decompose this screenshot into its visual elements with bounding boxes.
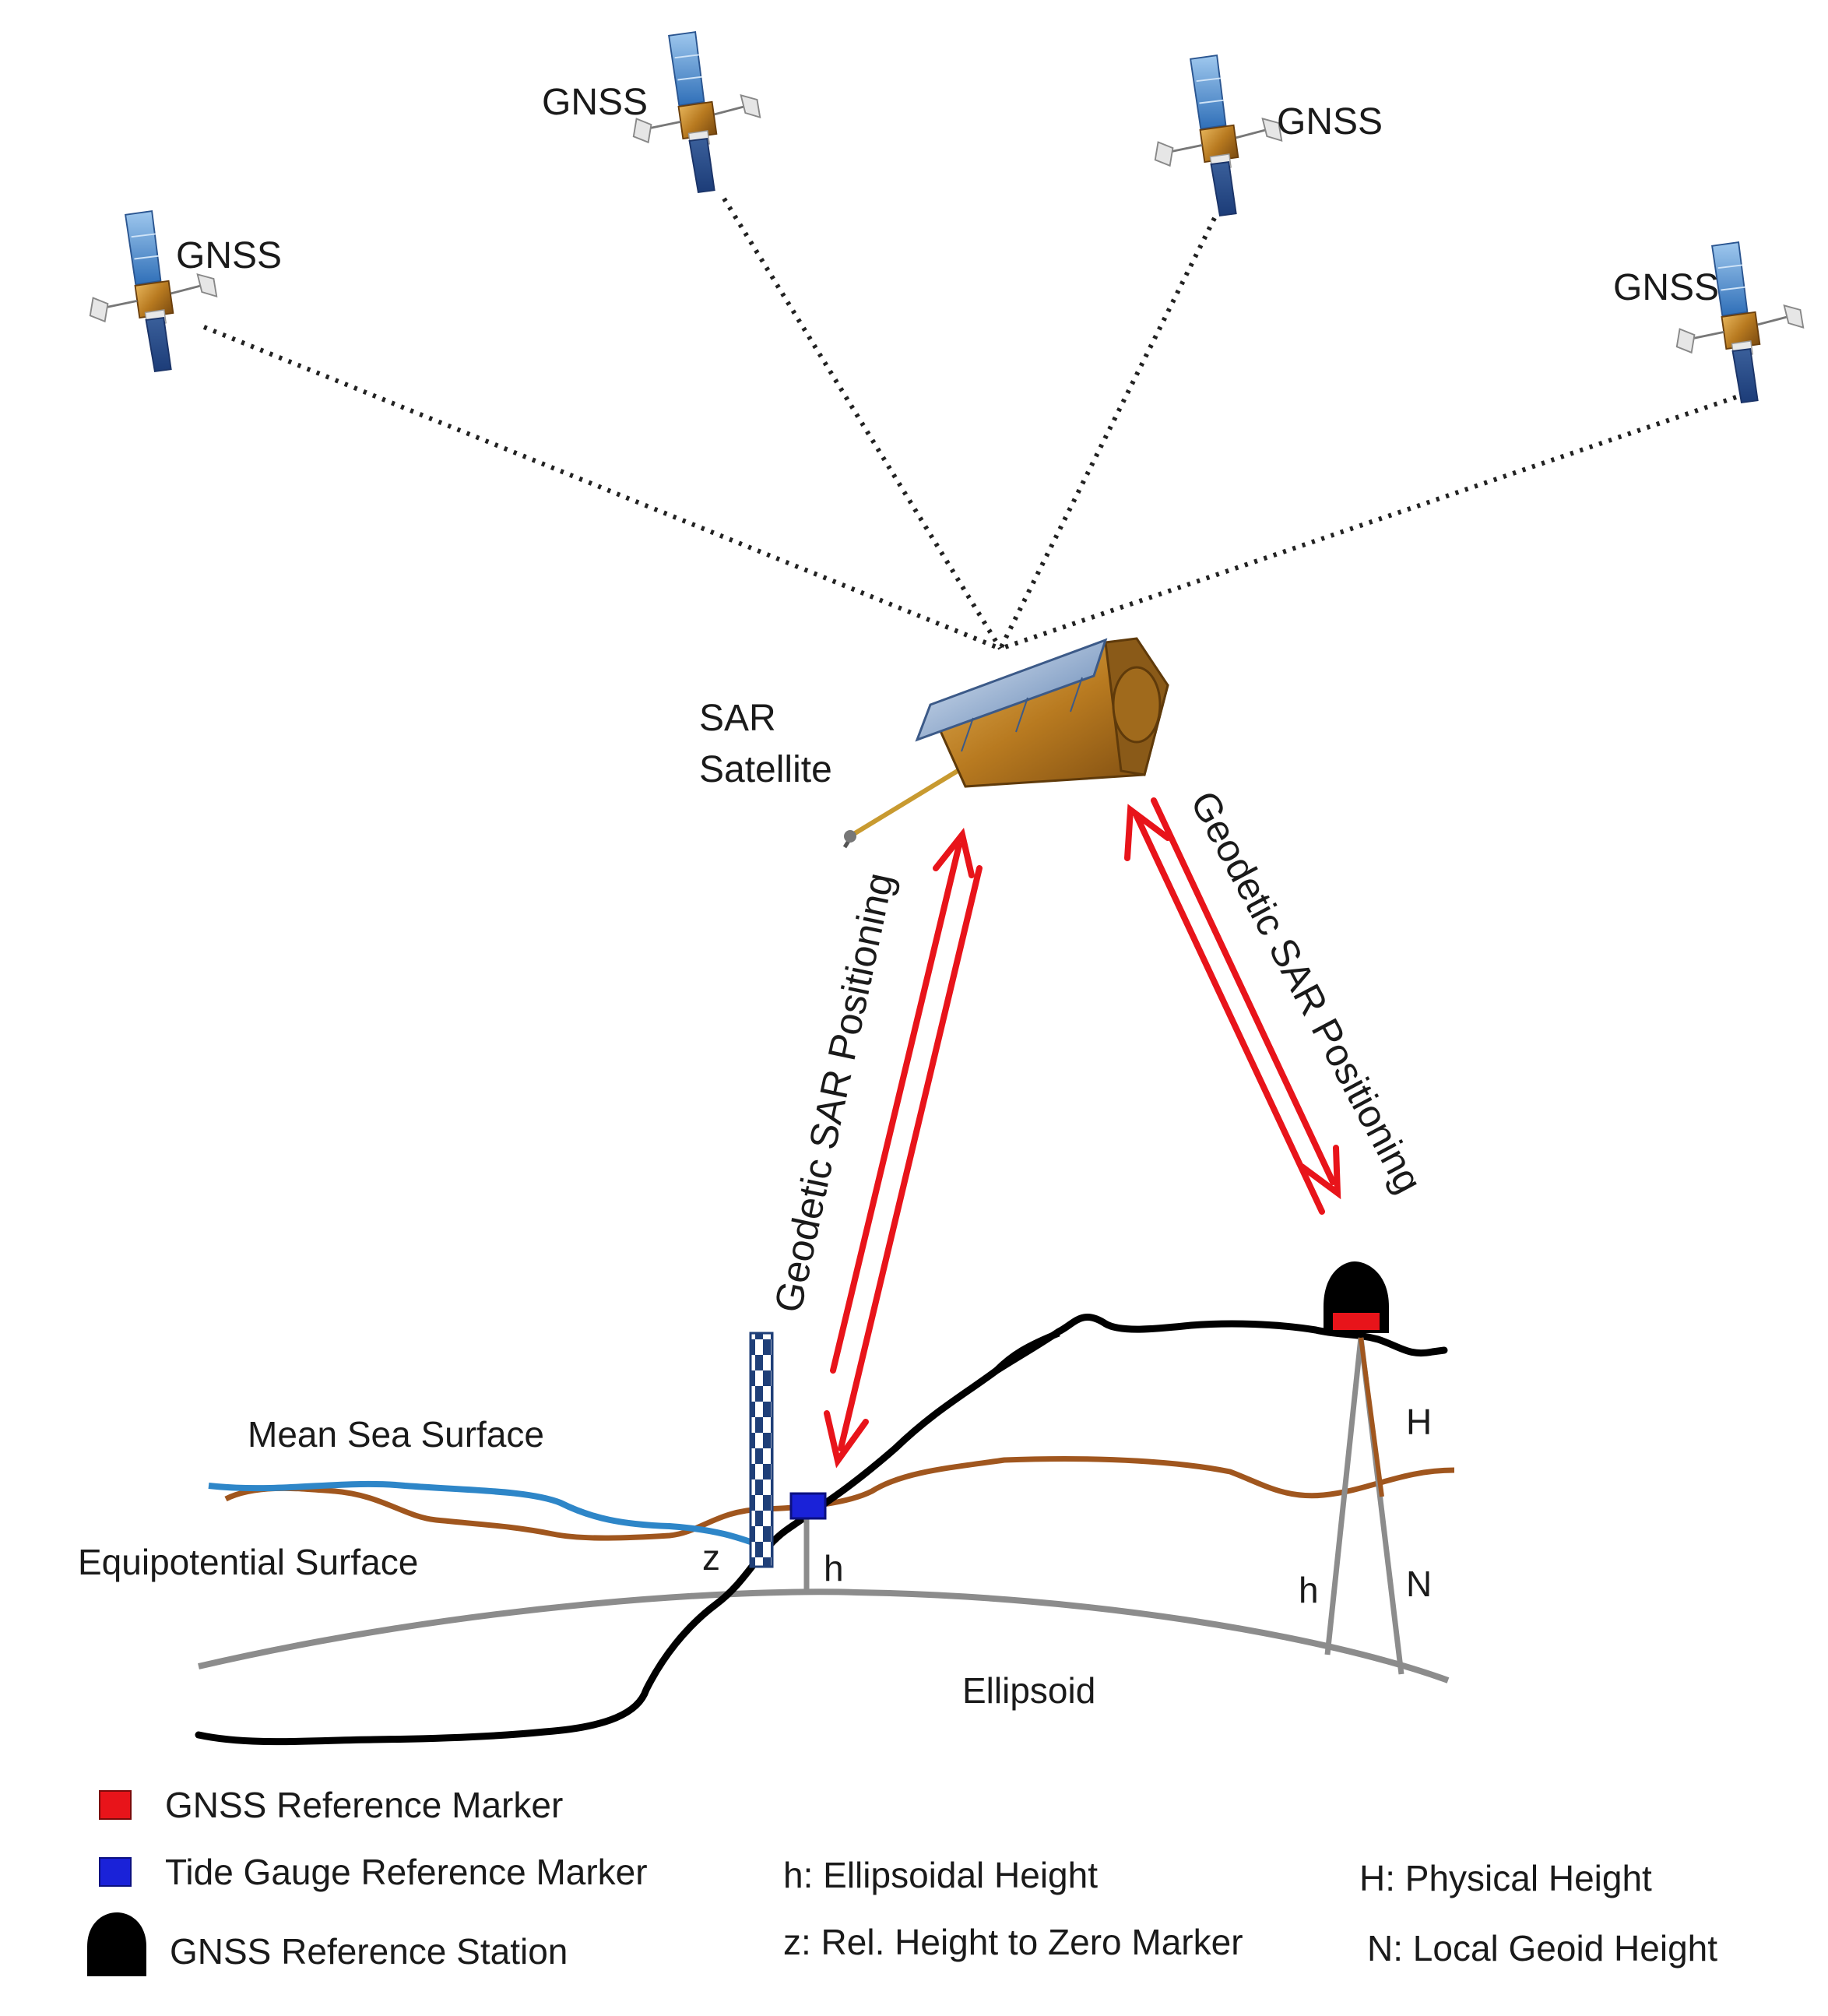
tide-gauge-reference-marker: [789, 1492, 827, 1520]
gnss-satellite-icon: [1675, 241, 1805, 404]
station-h-line: [1324, 1337, 1364, 1655]
gnss-label: GNSS: [542, 82, 648, 123]
sar-satellite-icon: [842, 637, 1169, 849]
gnss-reference-marker: [1333, 1313, 1380, 1330]
mean-sea-surface-curve: [208, 1480, 763, 1549]
terrain-profile: [195, 1313, 1448, 1746]
gnss-signal-lines: [202, 197, 1737, 651]
legend-tide-marker-swatch: [99, 1857, 132, 1887]
terrain-lower-stroke: [993, 1329, 1060, 1374]
legend: GNSS Reference Marker Tide Gauge Referen…: [87, 1785, 1717, 1976]
sar-satellite-label-line1: SAR: [699, 698, 776, 739]
right-arrow-up: [1134, 813, 1325, 1215]
right-arrow-down: [1151, 797, 1336, 1185]
right-arrow-up-head: [1124, 804, 1171, 861]
N-height-mark: N: [1406, 1564, 1432, 1604]
h-height-mark-tide: h: [824, 1548, 844, 1589]
signal-line-4: [1000, 395, 1737, 651]
sar-satellite-label-line2: Satellite: [699, 749, 832, 790]
H-height-mark: H: [1406, 1402, 1432, 1442]
gnss-label: GNSS: [176, 235, 282, 276]
gnss-label: GNSS: [1613, 267, 1719, 308]
left-arrow-up-head: [933, 827, 975, 878]
tide-gauge-staff: [749, 1332, 774, 1568]
legend-tide-gauge-reference-marker: Tide Gauge Reference Marker: [165, 1852, 648, 1892]
left-arrow-up: [830, 842, 962, 1374]
equipotential-surface-curve: [224, 1455, 1455, 1541]
ellipsoid-label: Ellipsoid: [962, 1670, 1095, 1711]
signal-line-2: [722, 197, 1003, 650]
equipotential-surface-label: Equipotential Surface: [78, 1542, 418, 1582]
mean-sea-surface-label: Mean Sea Surface: [248, 1414, 544, 1455]
left-arrow-down-head: [824, 1410, 869, 1469]
legend-gnss-marker-swatch: [99, 1790, 132, 1820]
legend-station-swatch: [87, 1912, 146, 1976]
legend-gnss-reference-marker: GNSS Reference Marker: [165, 1785, 563, 1825]
signal-line-1: [202, 325, 1002, 651]
legend-gnss-reference-station: GNSS Reference Station: [170, 1931, 568, 1972]
legend-H-definition: H: Physical Height: [1359, 1858, 1652, 1898]
positioning-arrows: [824, 797, 1341, 1469]
left-arrow-down: [838, 865, 983, 1451]
station-H-line: [1359, 1337, 1384, 1497]
legend-N-definition: N: Local Geoid Height: [1367, 1928, 1717, 1969]
legend-h-definition: h: Ellipsoidal Height: [783, 1855, 1098, 1895]
left-positioning-label: Geodetic SAR Positioning: [766, 869, 902, 1316]
gnss-satellite-icon: [632, 31, 761, 194]
right-arrow-down-head: [1299, 1145, 1341, 1200]
ellipsoid-curve: [198, 1589, 1450, 1684]
gnss-label: GNSS: [1277, 101, 1383, 142]
signal-line-3: [998, 216, 1217, 650]
gnss-satellite-icon: [1154, 55, 1283, 217]
z-height-mark: z: [702, 1537, 720, 1578]
h-height-mark-station: h: [1299, 1570, 1319, 1610]
legend-z-definition: z: Rel. Height to Zero Marker: [783, 1922, 1243, 1962]
